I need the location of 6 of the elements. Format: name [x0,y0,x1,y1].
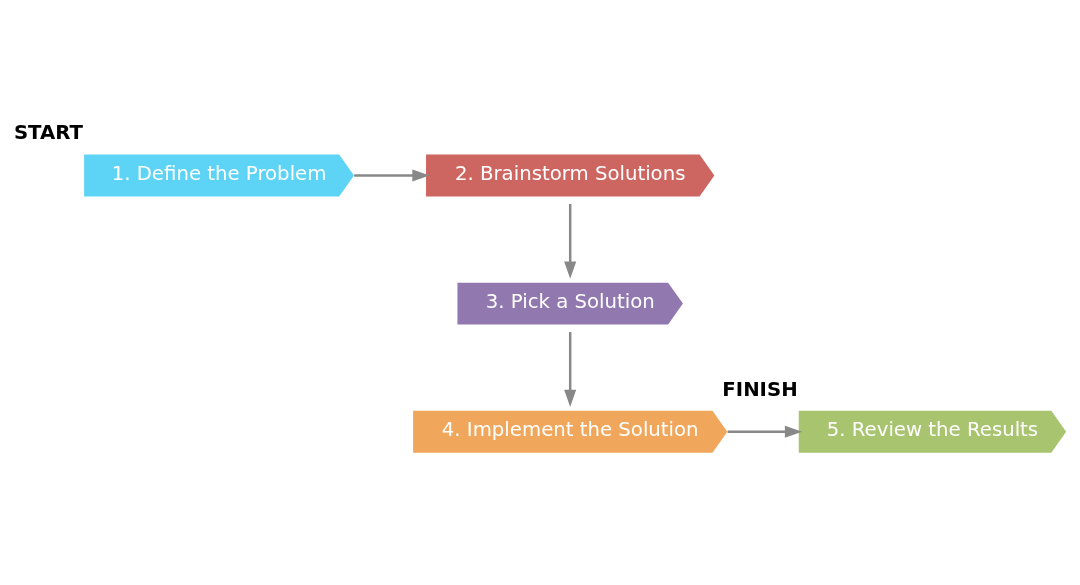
arrow [727,425,803,438]
node-label: FINISH [722,377,798,401]
node-label: START [13,121,83,145]
arrow [564,203,577,279]
arrow [564,332,577,407]
arrow [354,169,430,182]
